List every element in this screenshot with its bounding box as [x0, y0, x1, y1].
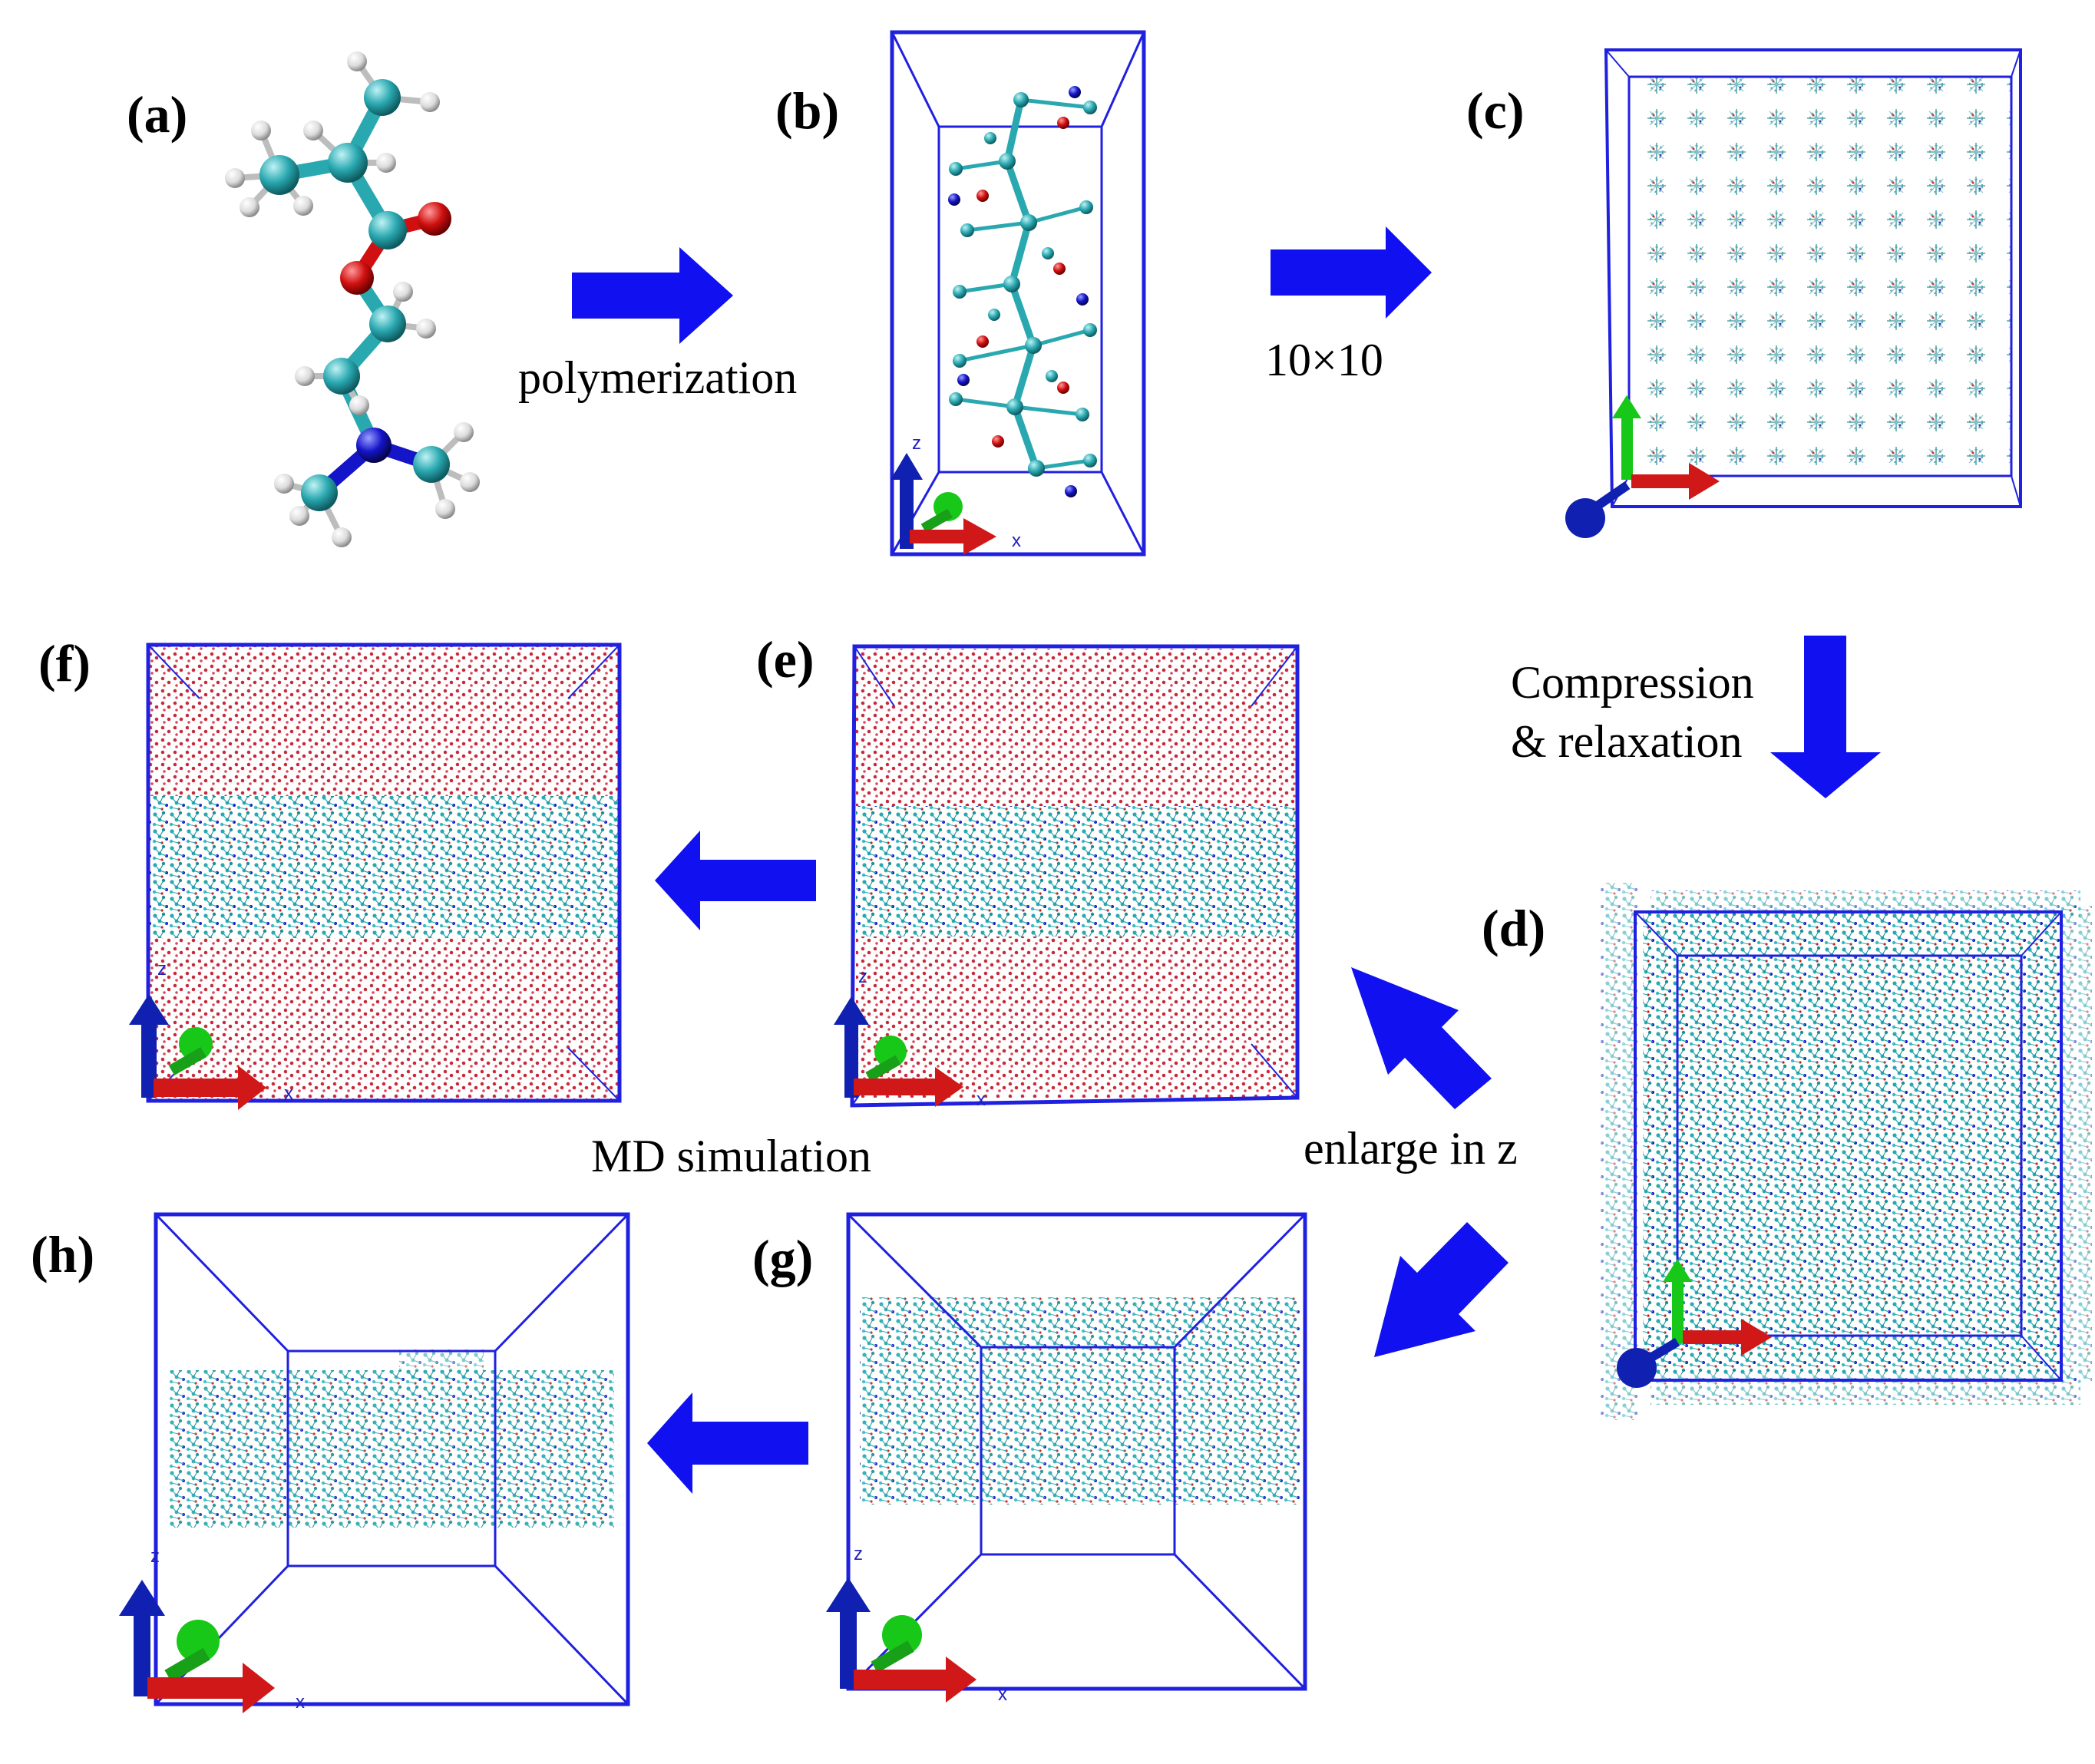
- axis-x-label: x: [1012, 530, 1021, 551]
- panel-label-g: (g): [752, 1229, 814, 1287]
- axis-z-label: z: [854, 1544, 863, 1564]
- vacuum-slab-box-icon: [846, 1212, 1307, 1691]
- replication-caption: 10×10: [1265, 335, 1383, 385]
- monomer-molecule-icon: [225, 51, 480, 547]
- axis-x-label: x: [998, 1684, 1007, 1705]
- compressed-box-icon: [1601, 883, 2092, 1420]
- flow-arrow-icon: [572, 226, 1881, 1494]
- axis-x-label: x: [976, 1089, 986, 1110]
- simulation-box-icon: [890, 30, 1146, 557]
- md-water-slab-box-icon: [146, 643, 622, 1103]
- compression-caption-line1: Compression: [1511, 657, 1754, 708]
- polymer-chain-icon: [948, 86, 1097, 497]
- axis-z-label: z: [858, 966, 867, 987]
- axis-z-label: z: [157, 959, 167, 979]
- enlarge-caption: enlarge in z: [1304, 1123, 1518, 1174]
- panel-label-a: (a): [127, 85, 188, 144]
- axis-z-label: z: [912, 433, 921, 454]
- panel-label-b: (b): [775, 81, 840, 140]
- axis-x-label: x: [284, 1083, 293, 1104]
- panel-label-c: (c): [1466, 81, 1525, 140]
- axis-z-label: z: [150, 1546, 160, 1567]
- panel-label-h: (h): [31, 1225, 95, 1283]
- water-slab-box-icon: [850, 644, 1300, 1108]
- replicated-box-icon: [1604, 48, 2022, 508]
- polymerization-caption: polymerization: [518, 352, 798, 403]
- panel-label-f: (f): [38, 634, 91, 692]
- axis-x-label: x: [296, 1692, 305, 1713]
- md-simulation-caption: MD simulation: [591, 1131, 872, 1181]
- axis-triad-icon: [119, 395, 1772, 1713]
- panel-label-d: (d): [1482, 899, 1546, 957]
- md-vacuum-slab-box-icon: [154, 1212, 630, 1706]
- panel-label-e: (e): [756, 630, 815, 689]
- compression-caption-line2: & relaxation: [1511, 716, 1743, 767]
